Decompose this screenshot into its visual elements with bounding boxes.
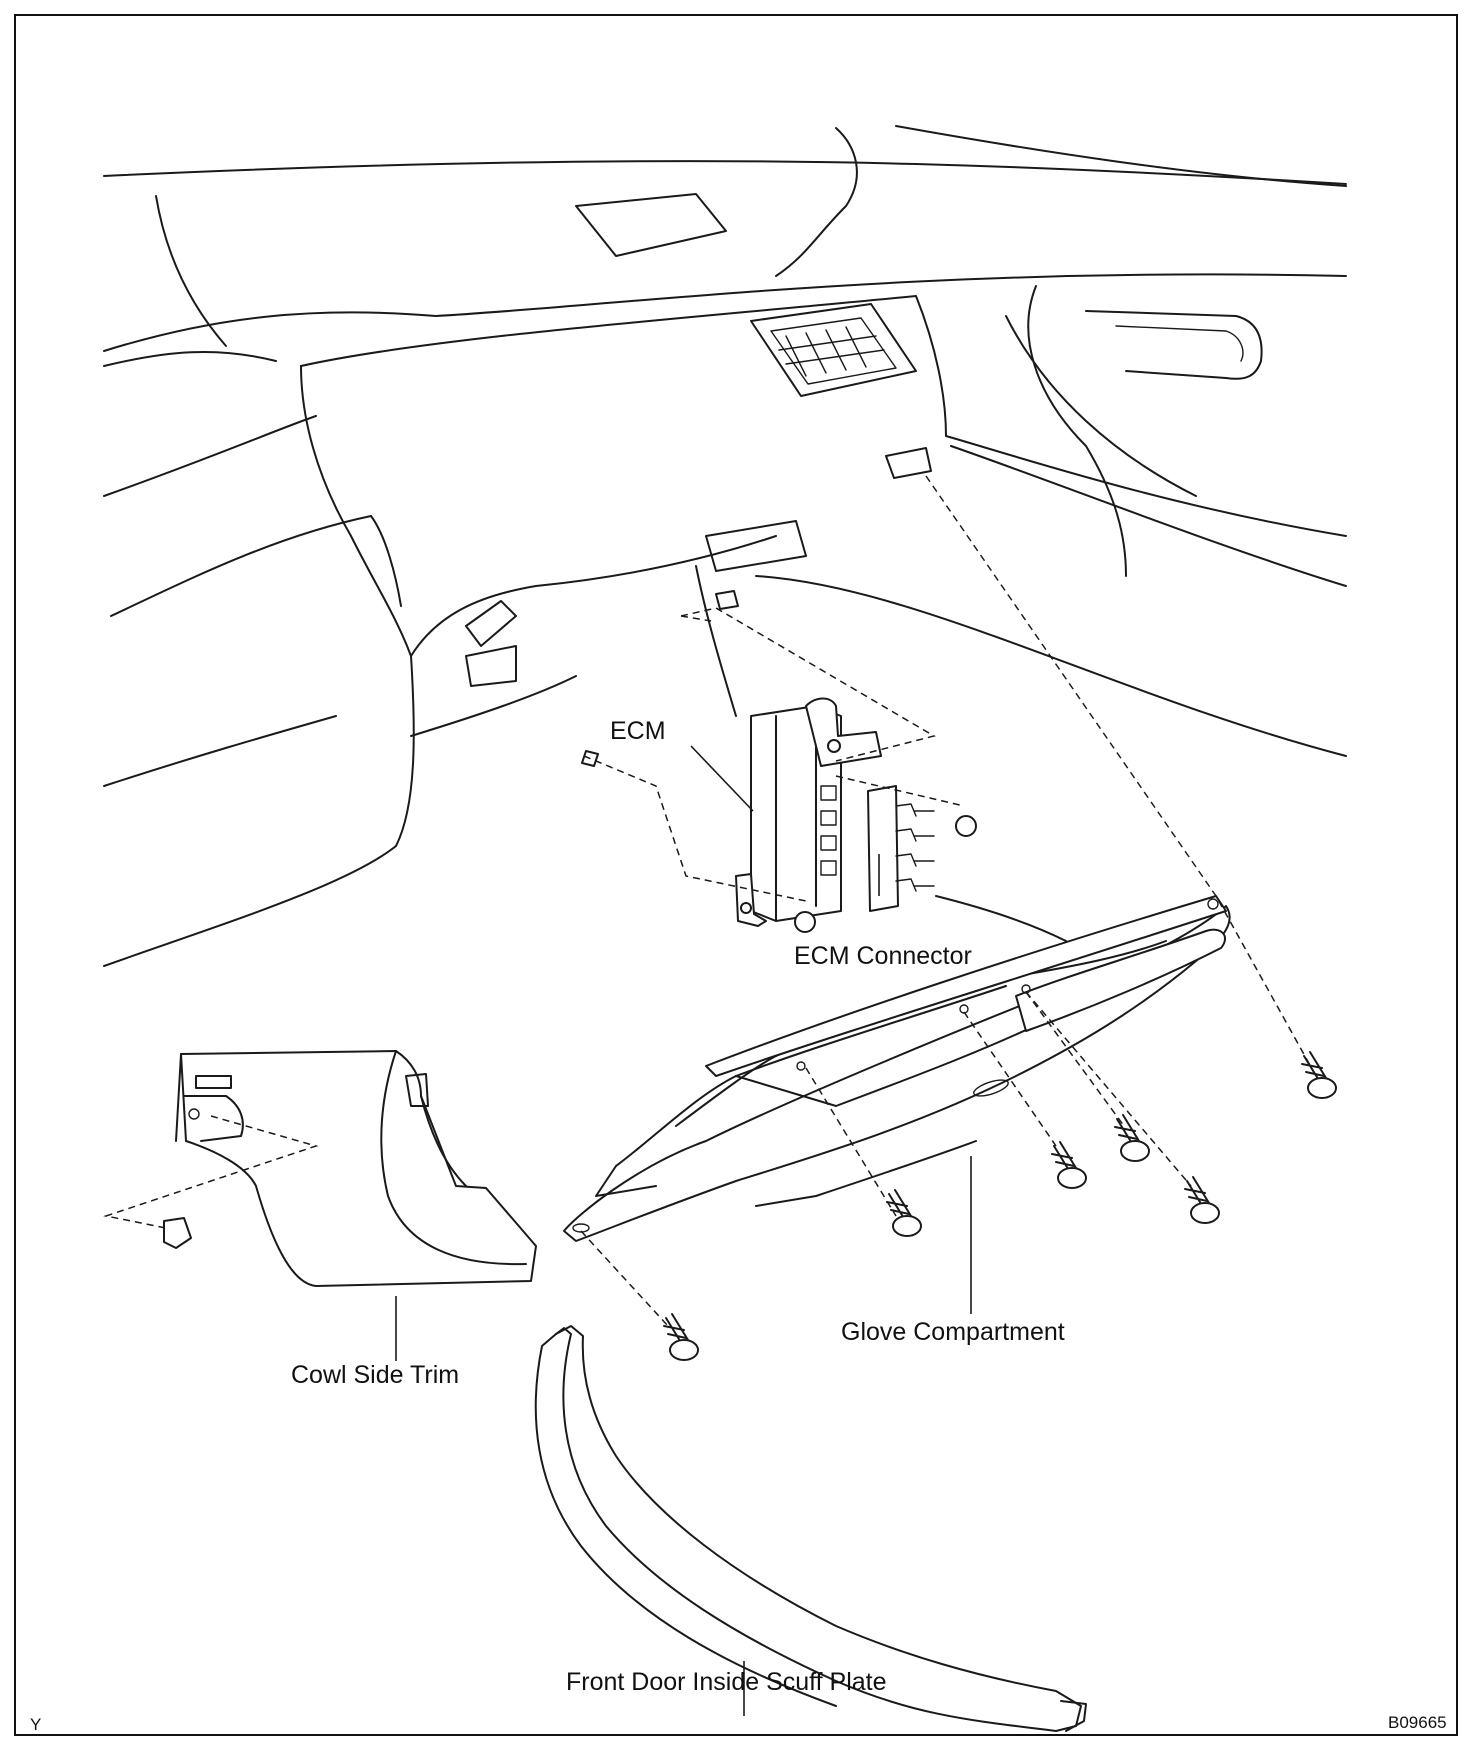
- label-ecm: ECM: [610, 717, 666, 745]
- screws: [663, 1051, 1337, 1361]
- cowl-side-trim-part: [103, 1050, 537, 1287]
- ecm-unit: [735, 697, 882, 927]
- exploded-view-drawing: [103, 125, 1347, 1732]
- label-glove-compartment: Glove Compartment: [841, 1318, 1065, 1346]
- dashboard-outline: [103, 125, 1347, 967]
- glove-screw-lines: [580, 475, 1317, 1327]
- label-cowl-side-trim: Cowl Side Trim: [291, 1361, 460, 1389]
- label-ecm-connector: ECM Connector: [794, 942, 972, 970]
- scuff-plate-part: [534, 1325, 1087, 1732]
- ecm-connector: [867, 785, 1067, 942]
- glove-compartment-part: [563, 895, 1231, 1242]
- diagram-frame: ECM ECM Connector Glove Compartment Cowl…: [14, 14, 1458, 1736]
- ecm-mounting-lines: [581, 590, 977, 933]
- label-front-door-inside-scuff-plate: Front Door Inside Scuff Plate: [566, 1668, 887, 1696]
- figure-code: B09665: [1388, 1713, 1447, 1732]
- leader-lines: [395, 745, 972, 1716]
- corner-mark: Y: [30, 1715, 42, 1734]
